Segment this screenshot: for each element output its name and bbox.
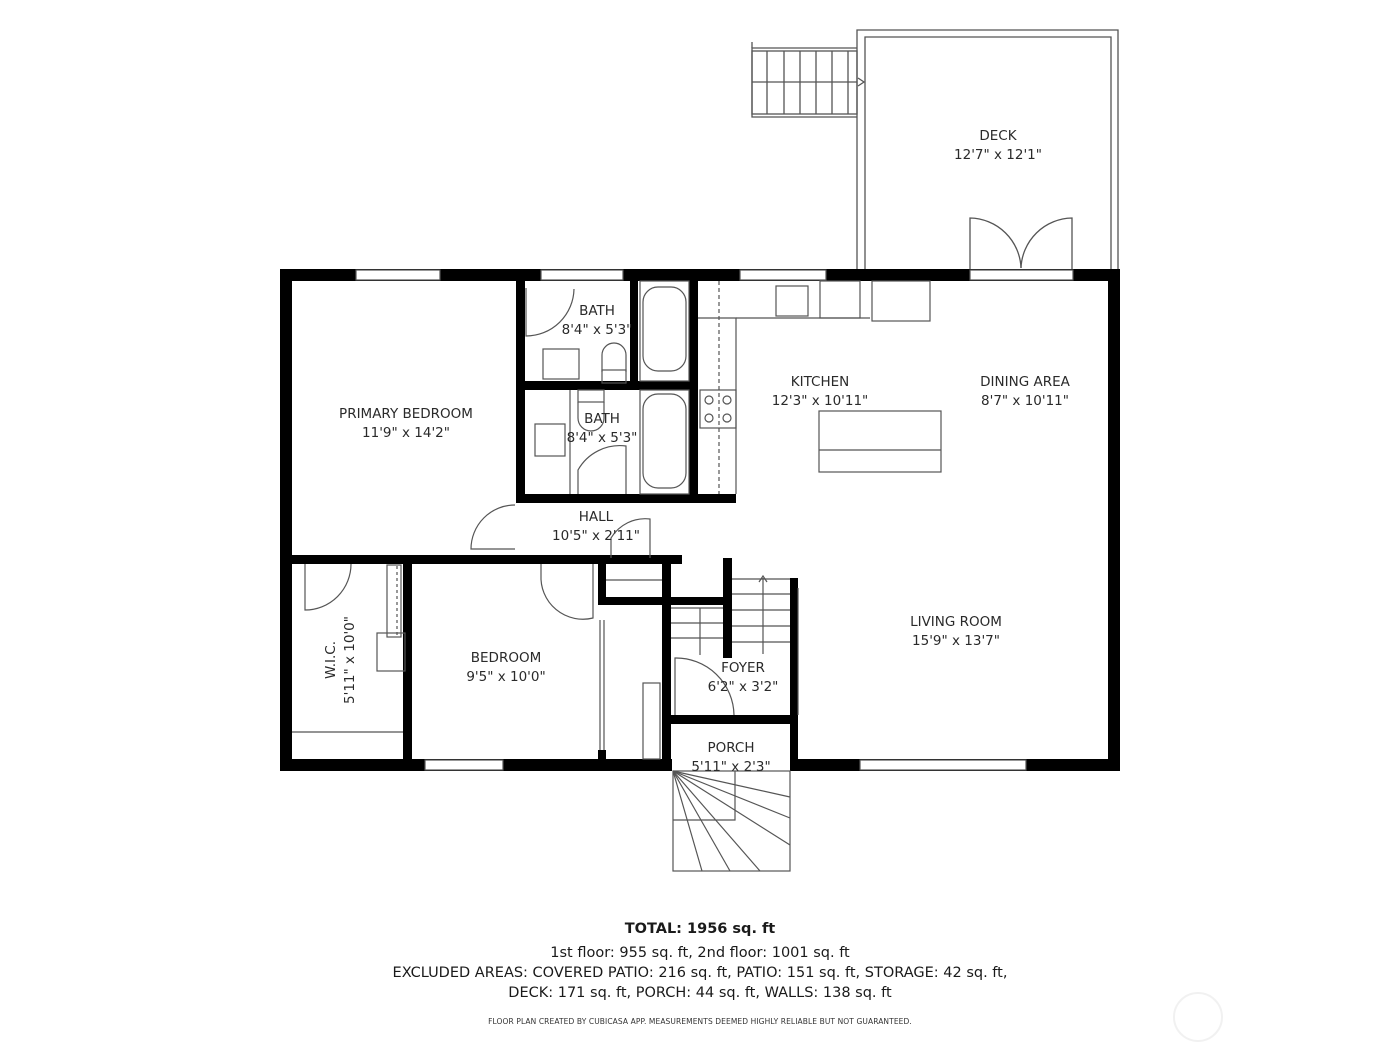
deck-outline: [751, 29, 1119, 270]
floor-areas: 1st floor: 955 sq. ft, 2nd floor: 1001 s…: [550, 945, 850, 961]
watermark-logo-icon: [1173, 992, 1223, 1042]
total-area: TOTAL: 1956 sq. ft: [624, 921, 776, 937]
room-dims: 8'4" x 5'3": [566, 430, 638, 446]
room-label-kitchen: KITCHEN 12'3" x 10'11": [772, 373, 869, 411]
room-dims: 5'11" x 2'3": [691, 759, 771, 775]
room-label-deck: DECK 12'7" x 12'1": [954, 127, 1042, 165]
room-dims: 15'9" x 13'7": [912, 633, 1000, 649]
room-label-primary-bedroom: PRIMARY BEDROOM 11'9" x 14'2": [339, 405, 473, 443]
room-dims: 10'5" x 2'11": [552, 528, 640, 544]
room-name: BEDROOM: [470, 650, 542, 666]
room-dims: 8'4" x 5'3": [561, 322, 633, 338]
room-name: W.I.C.: [323, 640, 339, 680]
room-name: HALL: [578, 509, 614, 525]
room-name: PORCH: [707, 740, 755, 756]
excluded-areas-line-1: EXCLUDED AREAS: COVERED PATIO: 216 sq. f…: [392, 965, 1008, 981]
room-label-living-room: LIVING ROOM 15'9" x 13'7": [910, 613, 1002, 651]
excluded-areas-line-2: DECK: 171 sq. ft, PORCH: 44 sq. ft, WALL…: [508, 985, 892, 1001]
room-dims: 5'11" x 10'0": [342, 616, 358, 704]
room-label-hall: HALL 10'5" x 2'11": [552, 508, 640, 546]
room-dims: 12'3" x 10'11": [771, 393, 869, 409]
room-name: LIVING ROOM: [910, 614, 1002, 630]
room-label-foyer: FOYER 6'2" x 3'2": [708, 659, 779, 697]
room-name: PRIMARY BEDROOM: [339, 406, 473, 422]
room-label-wic: W.I.C. 5'11" x 10'0": [322, 616, 360, 704]
room-name: BATH: [579, 303, 615, 319]
credit-disclaimer: FLOOR PLAN CREATED BY CUBICASA APP. MEAS…: [488, 1017, 912, 1026]
room-name: DINING AREA: [980, 374, 1070, 390]
walls: [280, 269, 1120, 771]
room-name: BATH: [584, 411, 620, 427]
room-label-bath-upper: BATH 8'4" x 5'3": [562, 302, 633, 340]
room-dims: 8'7" x 10'11": [981, 393, 1069, 409]
room-name: DECK: [979, 128, 1017, 144]
room-label-bath-lower: BATH 8'4" x 5'3": [567, 410, 638, 448]
room-dims: 9'5" x 10'0": [466, 669, 546, 685]
room-dims: 12'7" x 12'1": [954, 147, 1042, 163]
room-label-porch: PORCH 5'11" x 2'3": [691, 739, 770, 777]
room-label-bedroom: BEDROOM 9'5" x 10'0": [466, 649, 545, 687]
room-dims: 11'9" x 14'2": [362, 425, 450, 441]
room-dims: 6'2" x 3'2": [707, 679, 779, 695]
room-name: FOYER: [721, 660, 765, 676]
room-label-dining-area: DINING AREA 8'7" x 10'11": [980, 373, 1070, 411]
room-name: KITCHEN: [790, 374, 850, 390]
